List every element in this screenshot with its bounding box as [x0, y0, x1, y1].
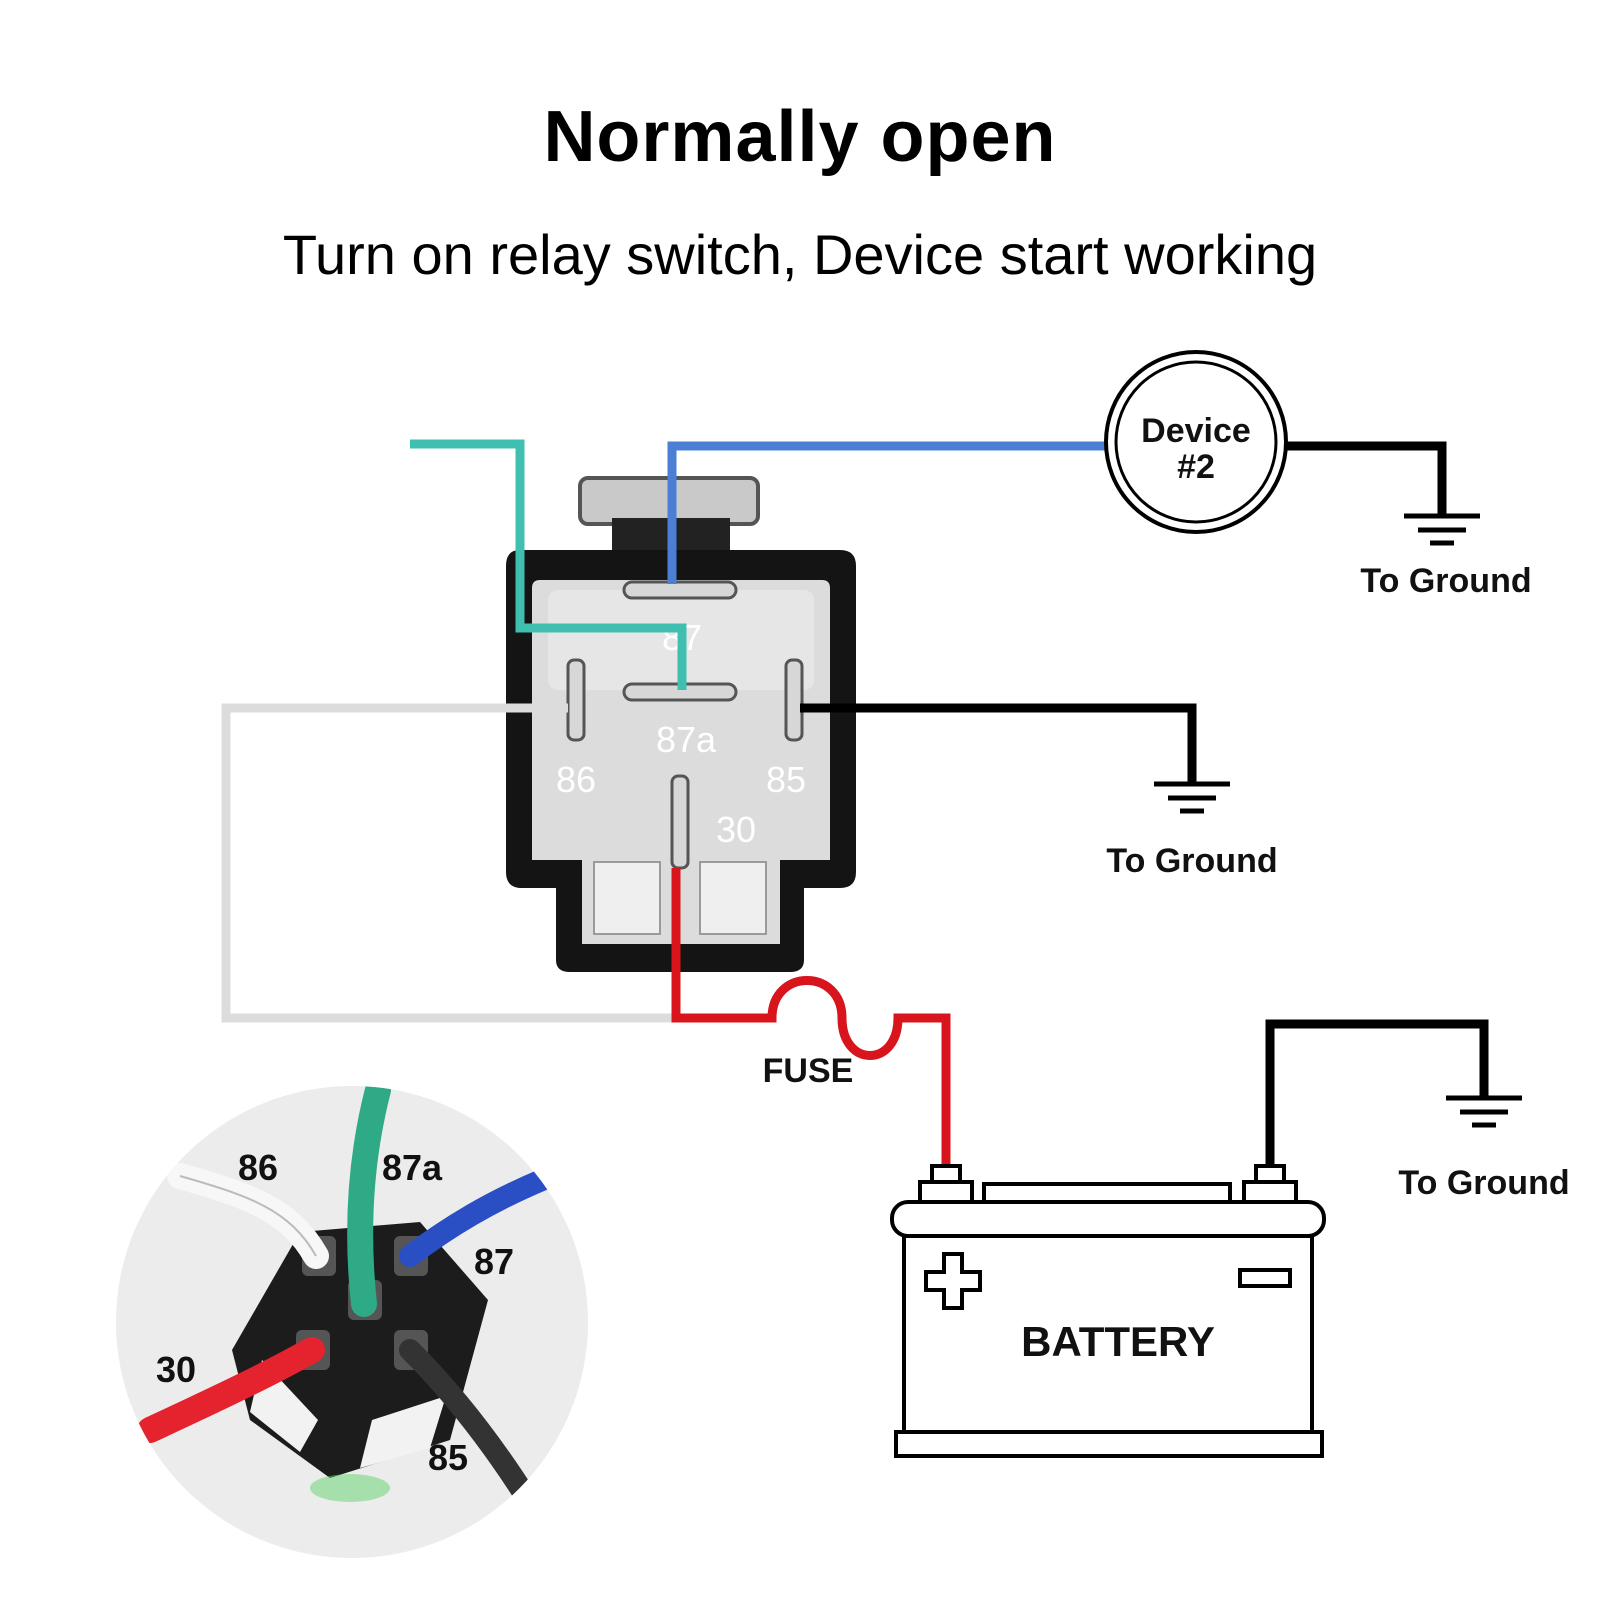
wire-30 [671, 868, 951, 1170]
ground-symbol-device [1404, 513, 1480, 546]
device-label-line2: #2 [1177, 448, 1215, 486]
relay-socket-left [593, 861, 661, 935]
battery-minus-icon [1238, 1268, 1292, 1288]
relay-pin-label-87a: 87a [656, 719, 717, 760]
relay-pin-label-30: 30 [716, 809, 756, 850]
wire-87 [667, 441, 1108, 584]
battery [890, 1164, 1326, 1458]
ground-symbol-battery [1446, 1095, 1522, 1128]
battery-plus-icon [924, 1252, 982, 1310]
battery-label: BATTERY [1021, 1318, 1215, 1365]
wire-device-ground [1286, 441, 1447, 514]
connector-label-30: 30 [156, 1349, 196, 1390]
connector-wire-87a [347, 1086, 391, 1317]
terminal-85 [784, 658, 804, 742]
connector-wire-85 [399, 1339, 539, 1511]
connector-label-86: 86 [238, 1147, 278, 1188]
wire-battery-ground [1265, 1019, 1489, 1170]
terminal-87 [622, 580, 738, 600]
fuse-label: FUSE [763, 1052, 854, 1090]
connector-wire-30 [137, 1337, 325, 1443]
wire-87a [410, 439, 687, 690]
wire-86 [221, 703, 676, 1023]
connector-label-85: 85 [428, 1437, 468, 1478]
connector-label-87a: 87a [382, 1147, 443, 1188]
ground-symbol-relay [1154, 781, 1230, 814]
ground-label-device: To Ground [1360, 562, 1531, 600]
relay-socket-right [699, 861, 767, 935]
relay-pin-label-85: 85 [766, 759, 806, 800]
terminal-30 [670, 774, 690, 870]
page-subtitle: Turn on relay switch, Device start worki… [282, 223, 1318, 286]
ground-label-relay: To Ground [1106, 842, 1277, 880]
connector-photo: 86 87a 87 30 85 [116, 1086, 588, 1558]
page-title: Normally open [543, 97, 1057, 177]
ground-label-battery: To Ground [1398, 1164, 1569, 1202]
connector-wire-87 [399, 1169, 553, 1267]
connector-label-87: 87 [474, 1241, 514, 1282]
device-label-line1: Device [1141, 412, 1251, 450]
device-2: Device #2 [1104, 350, 1288, 534]
relay-pin-label-86: 86 [556, 759, 596, 800]
terminal-86 [566, 658, 586, 742]
relay: 87 87a 86 85 30 [506, 476, 856, 972]
wire-85 [800, 703, 1197, 782]
